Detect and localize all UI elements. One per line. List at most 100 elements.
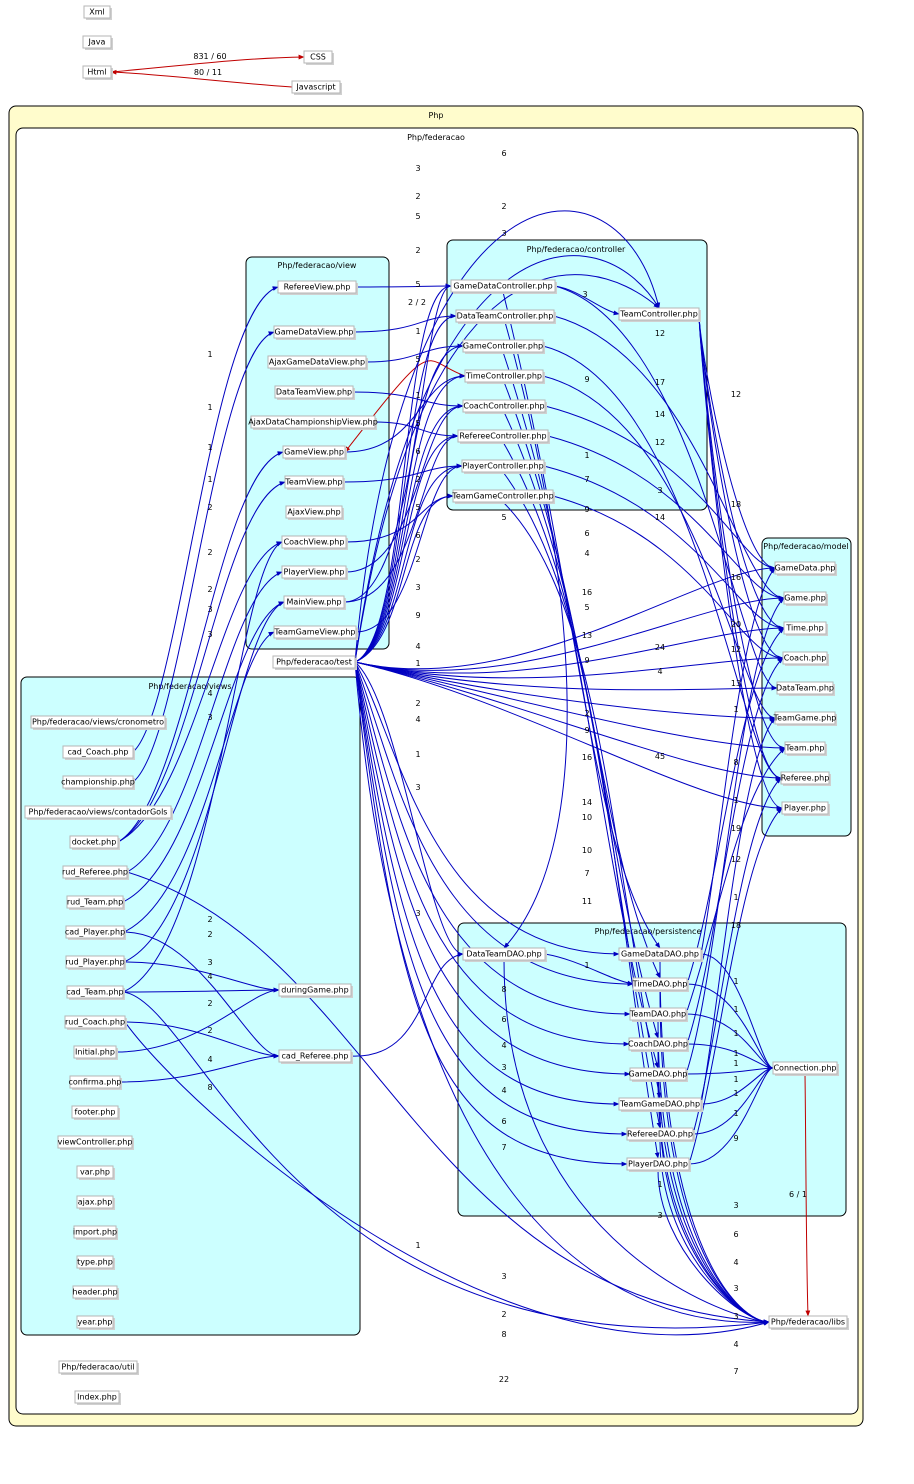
- node-time-controller[interactable]: TimeController.php: [464, 369, 545, 384]
- edge-label-views-team-view: 1: [207, 475, 212, 484]
- node-referee-controller[interactable]: RefereeController.php: [457, 429, 550, 444]
- node-docket[interactable]: docket.php: [69, 835, 120, 850]
- node-ajax-game-data-view[interactable]: AjaxGameDataView.php: [267, 355, 368, 370]
- node-game-data-controller[interactable]: GameDataController.php: [450, 279, 557, 294]
- node-coach-view[interactable]: CoachView.php: [281, 535, 348, 550]
- node-rud-referee[interactable]: rud_Referee.php: [62, 865, 129, 880]
- dependency-edge-37: [354, 433, 459, 663]
- node-confirma[interactable]: confirma.php: [68, 1075, 122, 1090]
- node-time-dao[interactable]: TimeDAO.php: [632, 977, 689, 992]
- node-util[interactable]: Php/federacao/util: [58, 1360, 139, 1375]
- edge-label-dao-data-team-dao-a: 8: [501, 985, 506, 994]
- edge-label-lbl-v8: 6: [415, 531, 420, 540]
- edge-label-test-game-controller: 5: [415, 212, 420, 221]
- node-initial[interactable]: Initial.php: [73, 1045, 118, 1060]
- node-rud-coach[interactable]: rud_Coach.php: [64, 1015, 127, 1030]
- edge-label-dao-d: 6: [501, 1117, 506, 1126]
- node-data-team-view[interactable]: DataTeamView.php: [274, 385, 355, 400]
- node-team-dao[interactable]: TeamDAO.php: [629, 1007, 688, 1022]
- node-css[interactable]: CSS: [303, 50, 334, 65]
- node-team-game-view[interactable]: TeamGameView.php: [273, 625, 358, 640]
- node-xml[interactable]: Xml: [83, 5, 112, 20]
- node-team-game[interactable]: TeamGame.php: [773, 711, 837, 726]
- node-label: RefereeDAO.php: [627, 1130, 693, 1139]
- node-data-team-dao[interactable]: DataTeamDAO.php: [462, 947, 547, 962]
- node-championship[interactable]: championship.php: [61, 775, 135, 790]
- node-time[interactable]: Time.php: [783, 621, 828, 636]
- node-referee[interactable]: Referee.php: [780, 771, 831, 786]
- node-footer[interactable]: footer.php: [71, 1105, 120, 1120]
- node-label: RefereeView.php: [284, 283, 351, 292]
- node-javascript[interactable]: Javascript: [291, 80, 342, 95]
- node-rud-player[interactable]: rud_Player.php: [65, 955, 126, 970]
- node-cad-team[interactable]: cad_Team.php: [66, 985, 125, 1000]
- node-libs[interactable]: Php/federacao/libs: [768, 1315, 849, 1330]
- node-team-controller[interactable]: TeamController.php: [618, 307, 701, 322]
- node-team-game-dao[interactable]: TeamGameDAO.php: [618, 1097, 703, 1112]
- node-year[interactable]: year.php: [76, 1315, 115, 1330]
- node-team[interactable]: Team.php: [784, 741, 827, 756]
- dependency-edge-110: [122, 991, 770, 1329]
- node-data-team[interactable]: DataTeam.php: [776, 681, 835, 696]
- dependency-edge-1: [110, 54, 305, 73]
- dependency-edge-56: [553, 315, 785, 601]
- node-index[interactable]: Index.php: [74, 1390, 121, 1405]
- node-ajax-data-championship-view[interactable]: AjaxDataChampionshipView.php: [248, 415, 378, 430]
- node-game-data-view[interactable]: GameDataView.php: [273, 325, 356, 340]
- node-team-view[interactable]: TeamView.php: [284, 475, 345, 490]
- node-game-data-dao[interactable]: GameDataDAO.php: [618, 947, 703, 962]
- node-test[interactable]: Php/federacao/test: [272, 655, 357, 670]
- node-referee-dao[interactable]: RefereeDAO.php: [626, 1127, 695, 1142]
- node-data-team-controller[interactable]: DataTeamController.php: [455, 309, 556, 324]
- dependency-edge-27: [345, 403, 464, 573]
- node-label: DataTeamController.php: [457, 312, 554, 321]
- node-header[interactable]: header.php: [72, 1285, 119, 1300]
- node-player-controller[interactable]: PlayerController.php: [461, 459, 546, 474]
- node-label: DataTeamView.php: [276, 388, 352, 397]
- node-player[interactable]: Player.php: [781, 801, 830, 816]
- edge-label-views-main-view-a: 2: [207, 585, 212, 594]
- cluster-view-title: Php/federacao/view: [278, 261, 357, 270]
- node-view-controller[interactable]: viewController.php: [57, 1135, 134, 1150]
- node-import[interactable]: import.php: [73, 1225, 118, 1240]
- node-cad-referee[interactable]: cad_Referee.php: [278, 1049, 353, 1064]
- node-game-view[interactable]: GameView.php: [282, 445, 347, 460]
- cluster-controller-title: Php/federacao/controller: [527, 245, 626, 254]
- dependency-edge-109: [657, 1169, 770, 1325]
- node-referee-view[interactable]: RefereeView.php: [277, 280, 358, 295]
- node-connection[interactable]: Connection.php: [772, 1061, 839, 1076]
- node-ajax[interactable]: ajax.php: [76, 1195, 115, 1210]
- node-player-dao[interactable]: PlayerDAO.php: [626, 1157, 691, 1172]
- node-coach-dao[interactable]: CoachDAO.php: [628, 1037, 689, 1052]
- edge-label-r-1: 1: [733, 705, 738, 714]
- node-main-view[interactable]: MainView.php: [283, 595, 346, 610]
- dependency-edge-82: [502, 471, 660, 1159]
- node-game-controller[interactable]: GameController.php: [462, 339, 545, 354]
- node-player-view[interactable]: PlayerView.php: [281, 565, 348, 580]
- edge-label-tc-referee: 3: [657, 486, 662, 495]
- node-cad-player[interactable]: cad_Player.php: [65, 925, 126, 940]
- node-rud-team[interactable]: rud_Team.php: [66, 895, 125, 910]
- node-html[interactable]: Html: [82, 65, 113, 80]
- node-java[interactable]: Java: [82, 35, 113, 50]
- edge-label-libs-6: 6: [733, 1230, 738, 1239]
- node-ajax-view[interactable]: AjaxView.php: [285, 505, 344, 520]
- node-cronometro[interactable]: Php/federacao/views/cronometro: [30, 715, 167, 730]
- node-label: Coach.php: [784, 654, 827, 663]
- node-label: DataTeamDAO.php: [466, 950, 541, 959]
- node-cad-coach[interactable]: cad_Coach.php: [62, 745, 135, 760]
- node-game-data[interactable]: GameData.php: [774, 561, 837, 576]
- node-game[interactable]: Game.php: [783, 591, 828, 606]
- node-coach-controller[interactable]: CoachController.php: [462, 399, 547, 414]
- node-during-game[interactable]: duringGame.php: [278, 983, 353, 998]
- node-coach[interactable]: Coach.php: [782, 651, 829, 666]
- cluster-persistence-title: Php/federacao/persistence: [595, 927, 702, 936]
- node-type[interactable]: type.php: [76, 1255, 115, 1270]
- node-game-dao[interactable]: GameDAO.php: [629, 1067, 688, 1082]
- node-contador-gols[interactable]: Php/federacao/views/contadorGols: [24, 805, 173, 820]
- node-label: championship.php: [61, 778, 135, 787]
- edge-label-bottom-3: 3: [501, 1272, 506, 1281]
- edge-label-lbl-v19: 5: [501, 513, 506, 522]
- node-team-game-controller[interactable]: TeamGameController.php: [451, 489, 555, 504]
- node-var[interactable]: var.php: [76, 1165, 115, 1180]
